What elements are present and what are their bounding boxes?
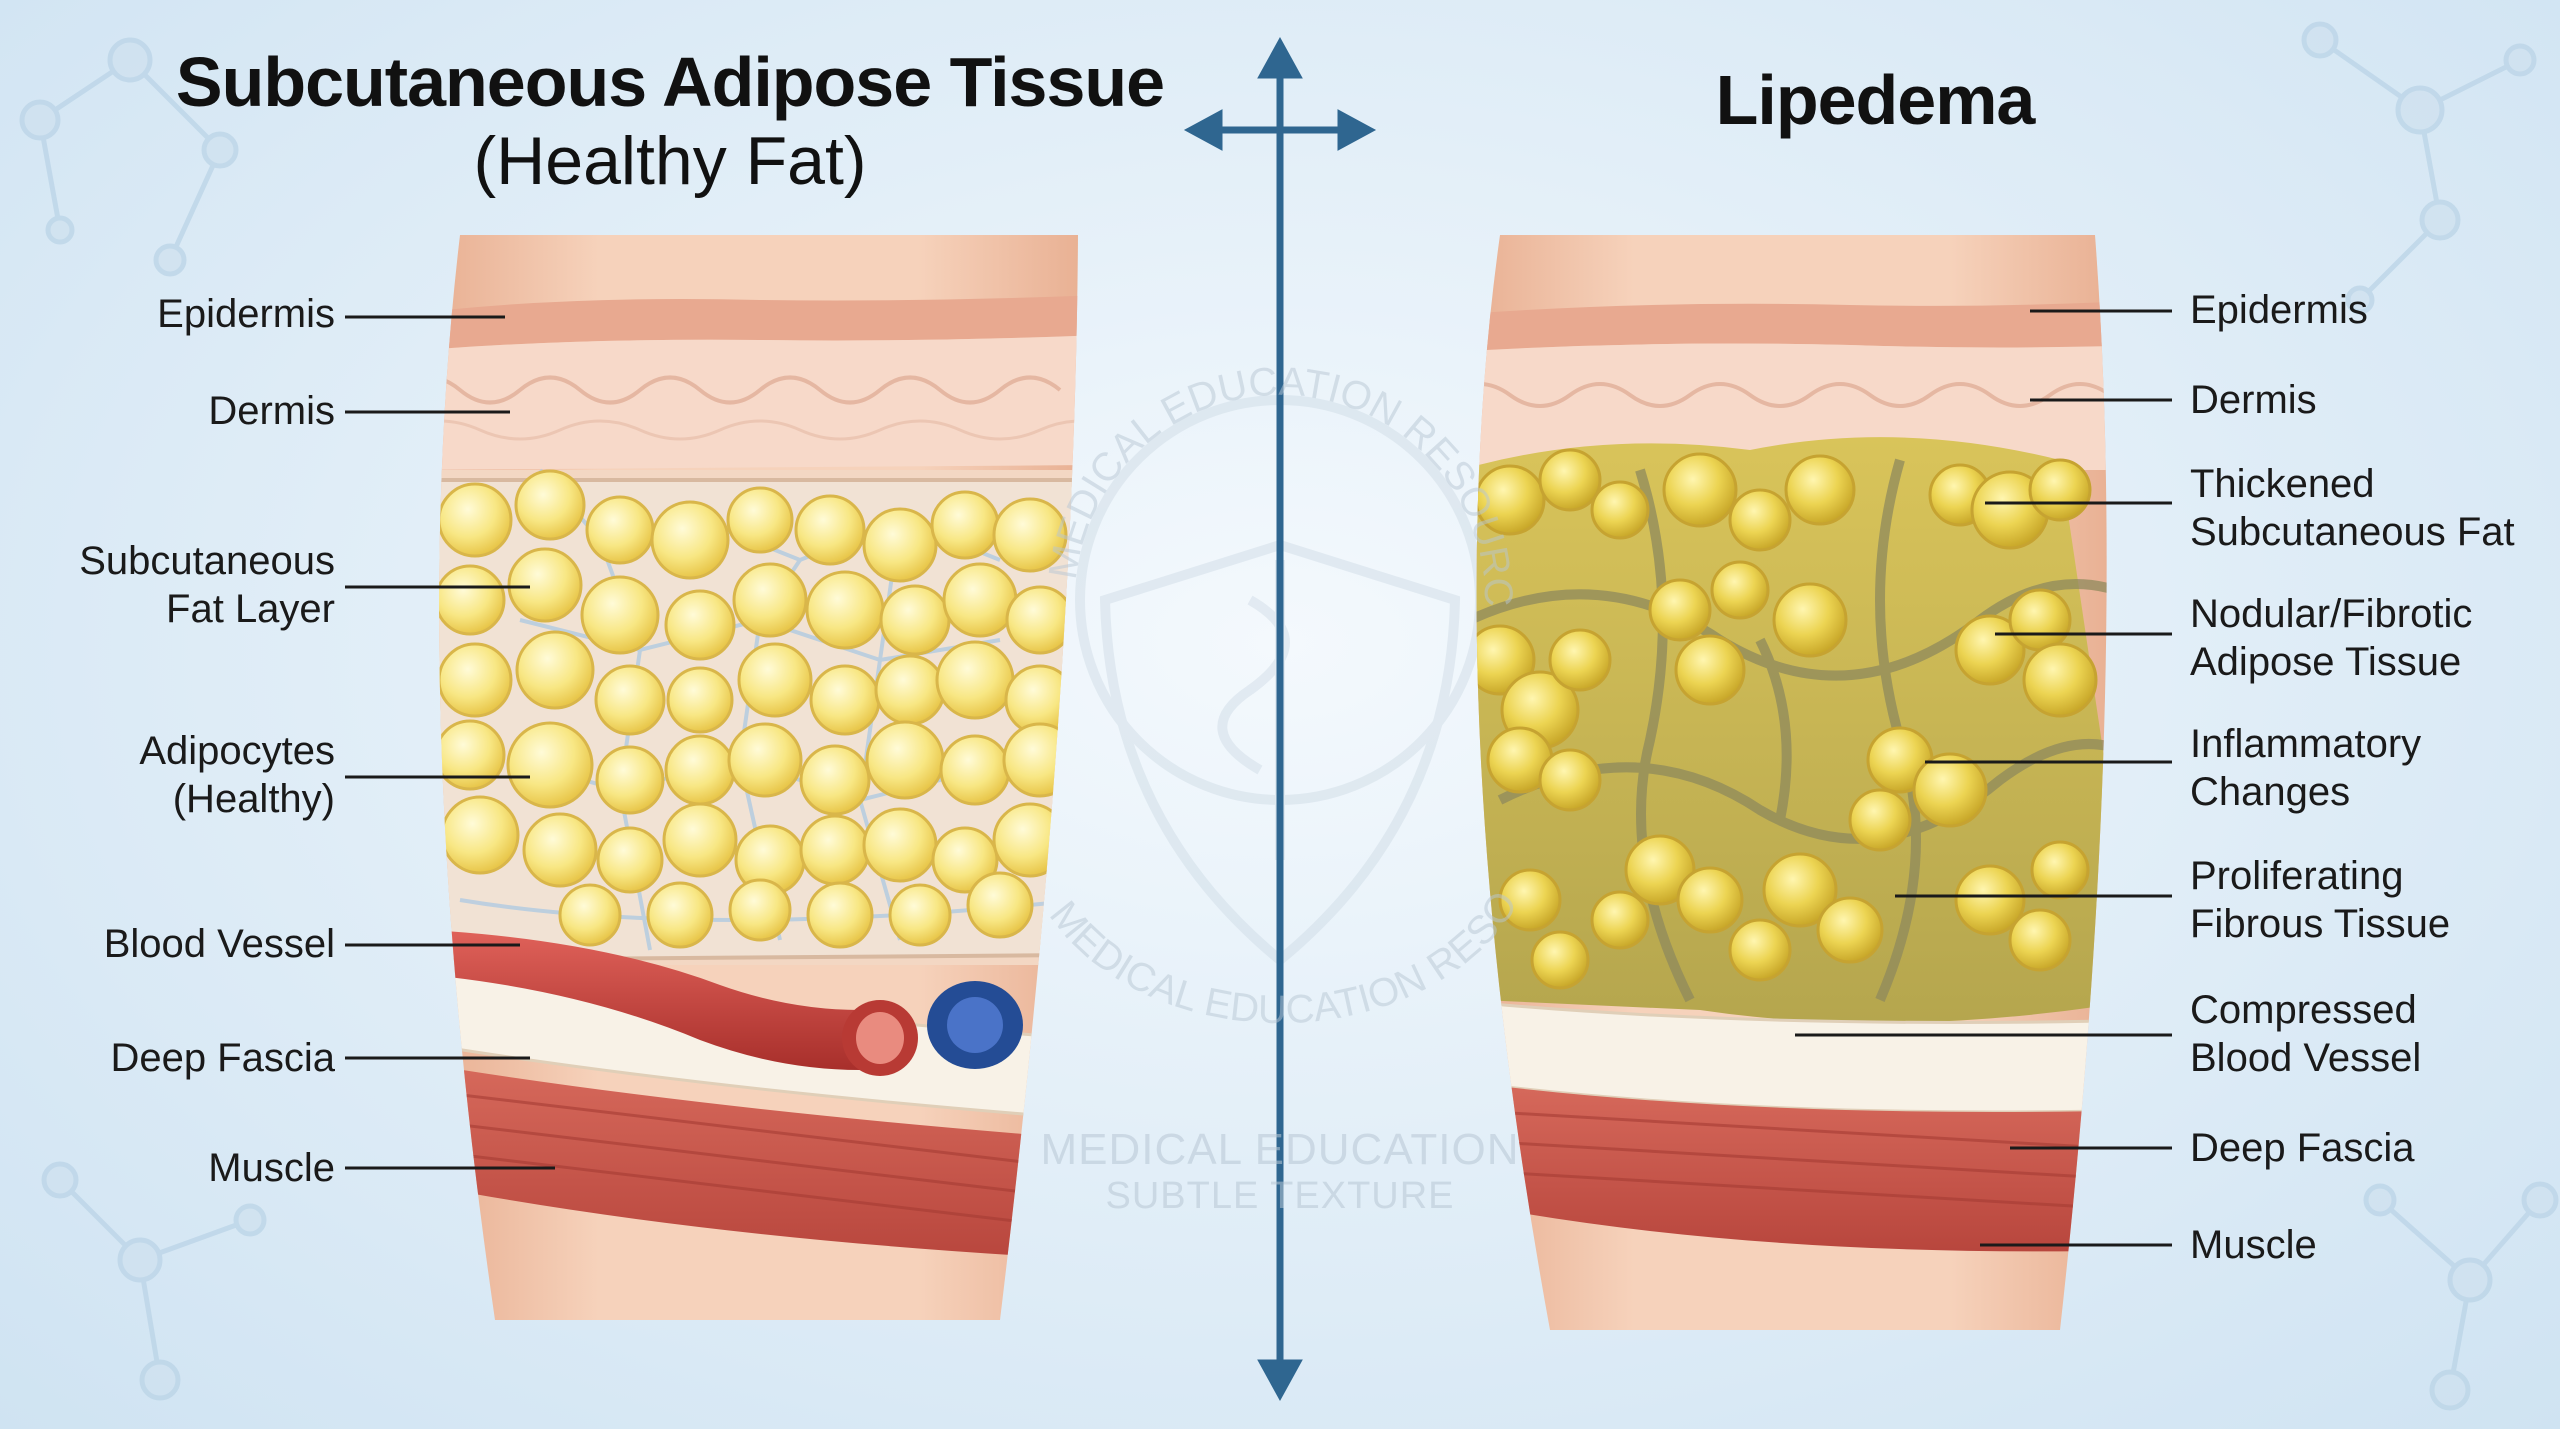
lipedema-tissue-illustration xyxy=(1476,235,2107,1330)
label-compressed-blood-vessel: Compressed Blood Vessel xyxy=(2190,988,2422,1080)
label-epidermis-right: Epidermis xyxy=(2190,288,2368,332)
artery-shape xyxy=(439,930,860,1070)
left-title-block: Subcutaneous Adipose Tissue (Healthy Fat… xyxy=(160,42,1180,200)
label-dermis-left: Dermis xyxy=(208,389,335,433)
label-epidermis-left: Epidermis xyxy=(157,292,335,336)
label-subcutaneous-fat-layer: Subcutaneous Fat Layer xyxy=(79,539,335,631)
label-adipocytes-healthy: Adipocytes (Healthy) xyxy=(139,729,335,821)
label-deep-fascia-left: Deep Fascia xyxy=(110,1036,335,1080)
healthy-adipocyte-cluster xyxy=(439,469,1078,949)
lipedema-nodule-cluster xyxy=(1476,448,2098,990)
left-panel-subtitle: (Healthy Fat) xyxy=(473,123,867,199)
right-panel-title: Lipedema xyxy=(1715,61,2036,139)
molecule-decoration xyxy=(19,21,2559,1411)
label-nodular-fibrotic-tissue: Nodular/Fibrotic Adipose Tissue xyxy=(2190,592,2473,684)
label-muscle-left: Muscle xyxy=(208,1146,335,1190)
label-muscle-right: Muscle xyxy=(2190,1223,2317,1267)
label-proliferating-fibrous-tissue: Proliferating Fibrous Tissue xyxy=(2190,854,2451,946)
healthy-tissue-illustration xyxy=(439,235,1078,1320)
right-title-block: Lipedema xyxy=(1560,60,2190,140)
label-dermis-right: Dermis xyxy=(2190,378,2317,422)
label-deep-fascia-right: Deep Fascia xyxy=(2190,1126,2415,1170)
leader-lines xyxy=(345,309,2172,1247)
label-thickened-subcutaneous-fat: Thickened Subcutaneous Fat xyxy=(2190,462,2515,554)
divider-arrow xyxy=(1183,36,1377,1402)
left-panel-title: Subcutaneous Adipose Tissue xyxy=(175,43,1165,121)
label-blood-vessel: Blood Vessel xyxy=(103,922,335,966)
label-inflammatory-changes: Inflammatory Changes xyxy=(2190,722,2422,814)
watermark-text: MEDICAL EDUCATION SUBTLE TEXTURE xyxy=(1040,1125,1520,1217)
